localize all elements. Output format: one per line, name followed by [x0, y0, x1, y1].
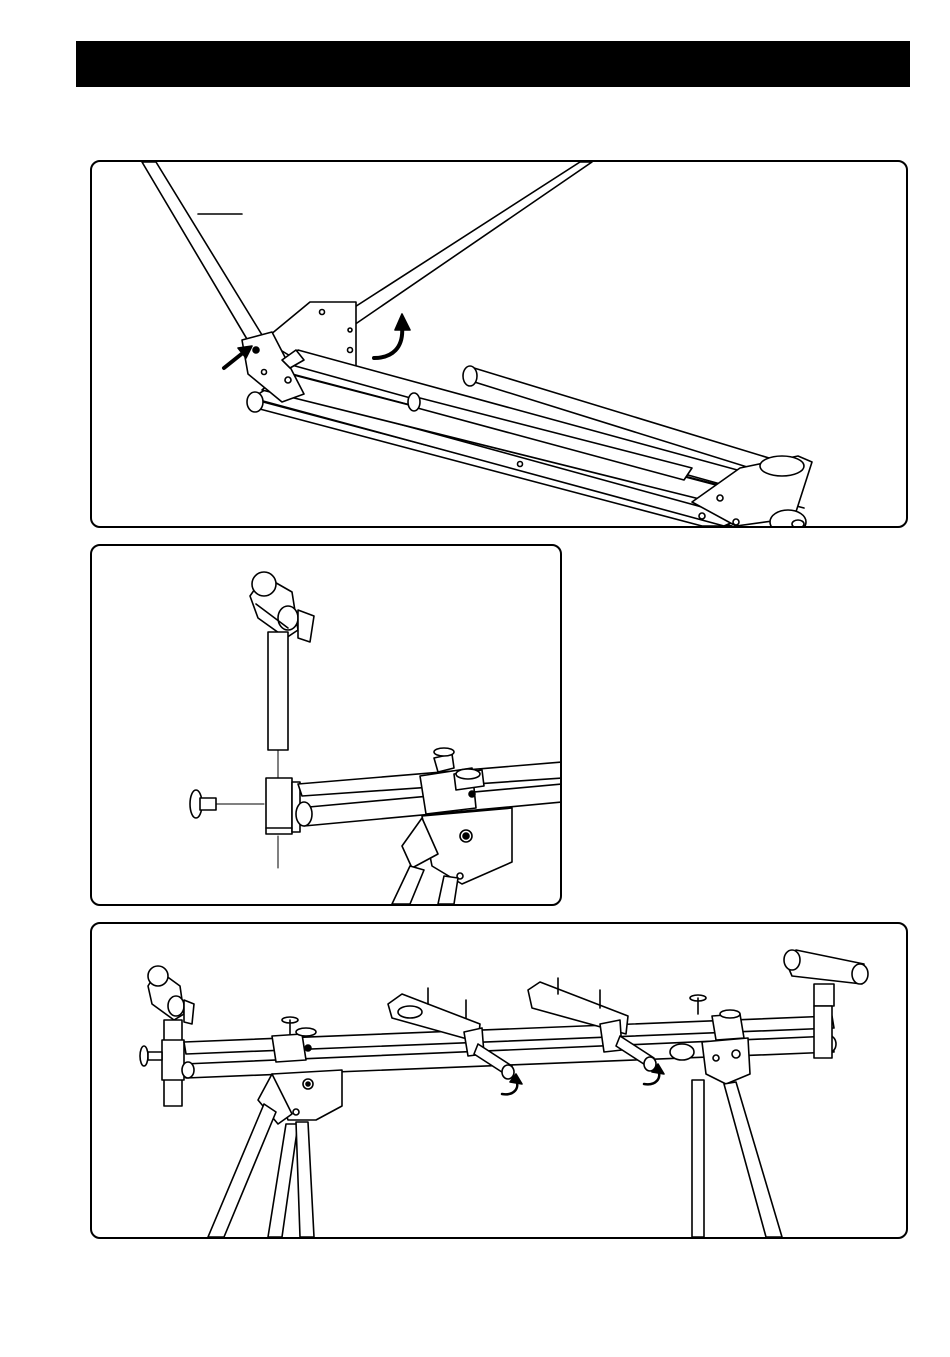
header-bar: [76, 41, 910, 87]
insert-roller-support-illustration: [92, 546, 560, 904]
figure-insert-roller-support: [90, 544, 562, 906]
clamp-block: [420, 748, 484, 814]
assembled-stand-illustration: [92, 924, 906, 1237]
socket: [266, 778, 300, 834]
left-legs: [208, 1104, 314, 1237]
rotate-arrow-icon: [374, 314, 410, 358]
leg-left: [142, 162, 270, 356]
roller-post: [268, 632, 288, 750]
lock-knob-icon: [190, 790, 264, 818]
figure-fold-out-legs: [90, 160, 908, 528]
fold-out-legs-illustration: [92, 162, 906, 526]
right-leg-bracket: [670, 1038, 750, 1084]
figure-assembled-stand: [90, 922, 908, 1239]
left-roller-head: [140, 966, 194, 1106]
right-legs: [692, 1080, 782, 1237]
